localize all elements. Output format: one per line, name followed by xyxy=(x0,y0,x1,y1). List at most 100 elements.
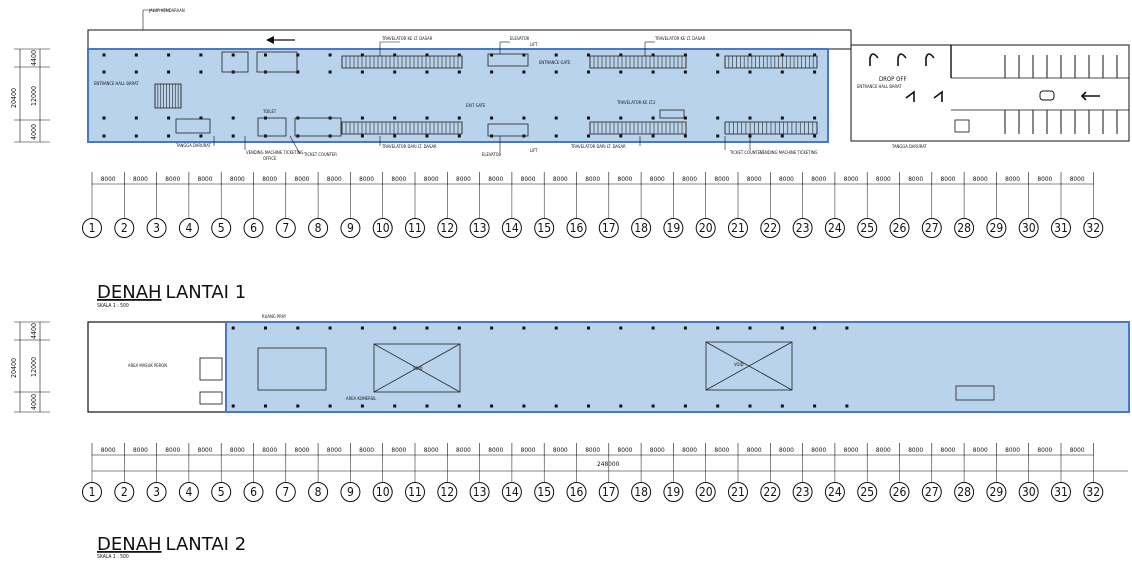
axis-label-8: 8 xyxy=(315,221,322,235)
column xyxy=(554,70,558,74)
column xyxy=(748,404,752,408)
axis-bubble xyxy=(1083,218,1104,238)
axis-label-27: 27 xyxy=(925,221,939,235)
vdim-bot-2: 4000 xyxy=(30,394,38,410)
office-label: OFFICE xyxy=(263,156,277,161)
axis-bubble xyxy=(728,482,748,502)
column xyxy=(360,404,364,408)
axis-bubble xyxy=(1051,482,1071,502)
axis-label-24: 24 xyxy=(828,221,842,235)
axis-bubble xyxy=(437,482,458,502)
bay-dim-label: 8000 xyxy=(327,446,342,454)
axis-bubble xyxy=(889,218,910,238)
axis-label-28: 28 xyxy=(957,221,971,235)
axis-label-6: 6 xyxy=(250,221,257,235)
column xyxy=(813,53,817,57)
axis-bubble xyxy=(178,482,199,502)
bay-dim-label: 8000 xyxy=(585,175,600,183)
entrance-hall-timur-label: ENTRANCE HALL BARAT xyxy=(857,84,902,89)
column xyxy=(522,70,526,74)
column xyxy=(780,134,784,138)
column xyxy=(457,53,461,57)
axis-bubble xyxy=(146,218,167,238)
axis-bubble xyxy=(211,218,232,238)
column xyxy=(425,404,429,408)
column xyxy=(683,326,687,330)
column xyxy=(683,70,687,74)
column xyxy=(490,53,494,57)
column xyxy=(554,116,558,120)
axis-label-31: 31 xyxy=(1054,221,1068,235)
axis-bubble xyxy=(792,482,813,502)
column xyxy=(651,326,655,330)
axis-label-2: 2 xyxy=(121,221,128,235)
bay-dim-label: 8000 xyxy=(262,175,277,183)
bay-dim-label: 8000 xyxy=(359,446,374,454)
axis-bubble xyxy=(437,218,458,238)
column xyxy=(780,404,784,408)
column xyxy=(490,70,494,74)
bay-dim-label: 8000 xyxy=(811,446,826,454)
axis-label-9: 9 xyxy=(347,221,354,235)
axis-bubble xyxy=(760,482,781,502)
bay-dim-label: 8000 xyxy=(198,446,213,454)
column xyxy=(328,53,332,57)
column xyxy=(813,326,817,330)
axis-label-25: 25 xyxy=(860,221,874,235)
bay-dim-label: 8000 xyxy=(844,175,859,183)
bay-dim-label: 8000 xyxy=(456,446,471,454)
plan-scale-1: SKALA 1 : 500 xyxy=(97,303,129,309)
axis-bubble xyxy=(695,218,716,238)
column xyxy=(425,134,429,138)
column xyxy=(134,134,138,138)
bay-dim-label: 8000 xyxy=(714,446,729,454)
column xyxy=(393,326,397,330)
column xyxy=(651,116,655,120)
column xyxy=(813,404,817,408)
axis-bubble xyxy=(857,218,878,238)
column xyxy=(360,134,364,138)
bay-dim-label: 8000 xyxy=(618,446,633,454)
column xyxy=(231,326,235,330)
column xyxy=(780,70,784,74)
bay-dim-label: 8000 xyxy=(230,175,245,183)
axis-bubble xyxy=(631,482,652,502)
axis-label-21: 21 xyxy=(731,221,745,235)
column xyxy=(393,53,397,57)
axis-label-18: 18 xyxy=(634,221,648,235)
bay-dim-label: 8000 xyxy=(295,446,310,454)
column xyxy=(296,404,300,408)
bay-dim-label: 8000 xyxy=(198,175,213,183)
plan-title-2-rest: LANTAI 2 xyxy=(166,534,247,555)
axis-bubble xyxy=(501,218,522,238)
axis-label-23: 23 xyxy=(796,221,810,235)
column xyxy=(748,70,752,74)
column xyxy=(813,134,817,138)
total-dim-label: 248000 xyxy=(597,460,620,468)
trav-ke-dasar-1-label: TRAVELATOR KE LT. DASAR xyxy=(381,36,433,41)
axis-label-19: 19 xyxy=(667,485,681,499)
column xyxy=(587,116,590,120)
axis-bubble xyxy=(82,218,102,238)
column xyxy=(522,53,526,57)
axis-bubble xyxy=(566,218,587,238)
column xyxy=(683,404,687,408)
axis-bubble xyxy=(663,482,684,502)
area-masuk-peron xyxy=(87,321,227,413)
column xyxy=(587,53,590,57)
column xyxy=(490,326,494,330)
column xyxy=(522,404,526,408)
column xyxy=(328,404,332,408)
bay-dim-label: 8000 xyxy=(747,175,762,183)
bay-dim-label: 8000 xyxy=(262,446,277,454)
column xyxy=(651,134,655,138)
axis-label-17: 17 xyxy=(602,485,616,499)
bay-dim-label: 8000 xyxy=(779,175,794,183)
bay-dim-label: 8000 xyxy=(424,446,439,454)
column xyxy=(360,53,364,57)
column xyxy=(683,116,687,120)
void-2-label: VOID xyxy=(734,362,744,367)
column xyxy=(780,326,784,330)
